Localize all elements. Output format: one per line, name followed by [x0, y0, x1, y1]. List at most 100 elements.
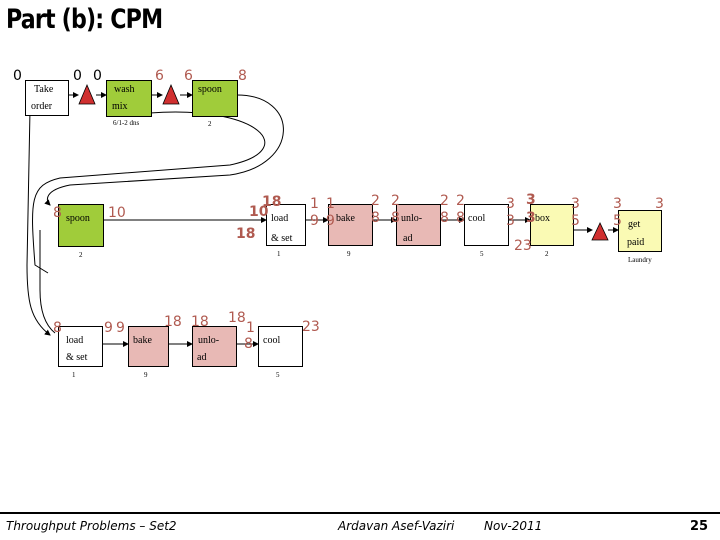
node-spoon-2	[58, 204, 104, 247]
time-label: 23	[302, 319, 320, 335]
node-unload-2	[192, 326, 237, 367]
node-take-label-1: Take	[34, 84, 54, 95]
node-load1-label-1: load	[271, 213, 289, 224]
footer-date: Nov-2011	[484, 519, 543, 533]
node-load1-duration: 1	[277, 250, 281, 258]
node-cool-1	[464, 204, 509, 246]
time-label: 18	[228, 310, 246, 326]
footer-divider	[0, 512, 720, 514]
connector-wash-to-row2	[32, 111, 266, 274]
time-label: 18	[262, 194, 282, 210]
time-label: 3	[506, 213, 515, 229]
time-label: 2	[456, 193, 465, 209]
node-cool-2	[258, 326, 303, 367]
node-unload1-label-2: ad	[403, 233, 413, 244]
node-bake1-label: bake	[336, 213, 355, 224]
time-label: 10	[108, 205, 126, 221]
time-label: 8	[440, 210, 449, 226]
time-label: 3	[526, 210, 536, 226]
time-label: 0	[73, 68, 82, 84]
buffer-triangle-3	[591, 222, 609, 241]
time-label: 0	[13, 68, 22, 84]
connector-row2-to-row3	[39, 230, 56, 334]
node-unload1-label-1: unlo-	[401, 213, 423, 224]
node-load-2	[58, 326, 103, 367]
node-cool1-label: cool	[468, 213, 486, 224]
node-load2-duration: 1	[72, 371, 76, 379]
node-spoon2-duration: 2	[79, 251, 83, 259]
time-label: 3	[571, 196, 580, 212]
time-label: 3	[613, 196, 622, 212]
node-get-label-1: get	[628, 219, 641, 230]
time-label: 3	[655, 196, 664, 212]
time-label: 8	[371, 210, 380, 226]
time-label: 6	[155, 68, 164, 84]
time-label: 5	[613, 213, 622, 229]
node-spoon1-duration: 2	[208, 120, 212, 128]
footer-author: Ardavan Asef-Vaziri	[338, 519, 455, 533]
node-bake2-duration: 9	[144, 371, 148, 379]
node-spoon-1	[192, 80, 238, 117]
time-label: 8	[244, 336, 253, 352]
node-unload2-label-2: ad	[197, 352, 207, 363]
node-take-order	[25, 80, 69, 116]
connector-take-to-row3	[26, 109, 51, 336]
time-label: 8	[53, 320, 62, 336]
node-load1-label-2: & set	[271, 233, 293, 244]
page-number: 25	[690, 519, 709, 534]
node-take-label-2: order	[31, 101, 53, 112]
time-label: 8	[391, 210, 400, 226]
time-label: 23	[514, 238, 532, 254]
time-label: 9	[104, 320, 113, 336]
node-load-1	[266, 204, 306, 246]
time-label: 8	[456, 210, 465, 226]
node-wash-mix	[106, 80, 152, 117]
time-label: 2	[371, 193, 380, 209]
node-unload-1	[396, 204, 441, 246]
time-label: 9	[326, 213, 335, 229]
time-label: 3	[526, 192, 536, 208]
buffer-triangle-2	[162, 83, 180, 105]
node-spoon1-label: spoon	[198, 84, 222, 95]
time-label: 2	[391, 193, 400, 209]
node-box-duration: 2	[545, 250, 549, 258]
node-spoon2-label: spoon	[66, 213, 90, 224]
node-get-duration: Laundry	[628, 256, 652, 264]
node-get-label-2: paid	[627, 237, 645, 248]
node-wash-duration: 6/1-2 dns	[113, 119, 140, 127]
node-box	[530, 204, 574, 246]
node-load2-label-2: & set	[66, 352, 88, 363]
time-label: 1	[246, 320, 255, 336]
node-bake-2	[128, 326, 169, 367]
time-label: 1	[326, 196, 335, 212]
node-box-label: box	[535, 213, 550, 224]
time-label: 3	[506, 196, 515, 212]
time-label: 5	[571, 213, 580, 229]
time-label: 2	[440, 193, 449, 209]
node-cool2-duration: 5	[276, 371, 280, 379]
node-wash-label-2: mix	[112, 101, 128, 112]
node-wash-label-1: wash	[114, 84, 135, 95]
node-unload2-label-1: unlo-	[198, 335, 220, 346]
time-label: 1	[310, 196, 319, 212]
connector-spoon-to-row2	[44, 94, 284, 206]
node-bake-1	[328, 204, 373, 246]
time-label: 10	[249, 204, 269, 220]
time-label: 6	[184, 68, 193, 84]
time-label: 18	[191, 314, 209, 330]
time-label: 18	[236, 226, 256, 242]
node-unload1-duration: 5	[480, 250, 484, 258]
footer-course-title: Throughput Problems – Set2	[6, 519, 177, 533]
time-label: 9	[310, 213, 319, 229]
time-label: 18	[164, 314, 182, 330]
time-label: 9	[116, 320, 125, 336]
node-get-paid	[618, 210, 662, 252]
buffer-triangle-1	[78, 83, 96, 105]
time-label: 0	[93, 68, 102, 84]
node-load2-label-1: load	[66, 335, 84, 346]
time-label: 8	[238, 68, 247, 84]
page-title: Part (b): CPM	[6, 4, 163, 35]
node-bake2-label: bake	[133, 335, 152, 346]
node-cool2-label: cool	[263, 335, 281, 346]
